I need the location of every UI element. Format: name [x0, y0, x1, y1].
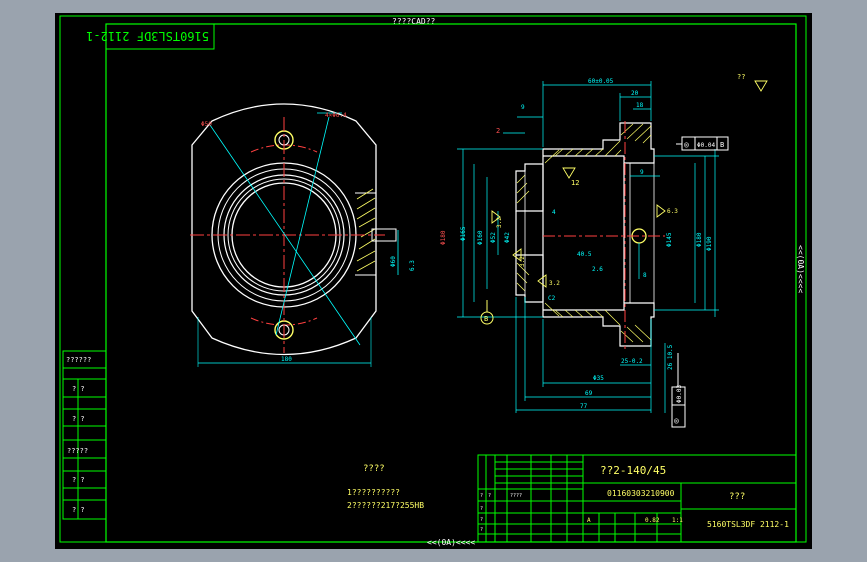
section-bottom-dim-35: Φ35: [593, 375, 604, 382]
title-cell-6: ?: [480, 527, 483, 533]
side-boss: [355, 192, 377, 276]
tolerance-value: Φ0.04: [697, 142, 715, 149]
roughness-6-3: 6.3: [667, 208, 678, 215]
section-left-dim-1: Φ180: [440, 230, 447, 245]
section-dim-20: 20: [631, 90, 639, 97]
title-block: [477, 454, 797, 543]
left-strip-label-5: ? ?: [72, 476, 85, 484]
side-tap: [371, 228, 397, 242]
section-body-top: [515, 122, 655, 212]
title-company: ???: [729, 492, 745, 502]
roughness-12: 12: [571, 179, 579, 187]
section-view: [457, 80, 768, 428]
section-left-dim-4: Φ52: [490, 232, 497, 243]
title-cell-1: ?: [480, 493, 483, 499]
section-right-note: 26 10.5: [667, 344, 674, 370]
title-scale: 1:1: [672, 517, 683, 524]
roughness-3-2-c: 3.2: [549, 280, 560, 287]
front-hole-label-left: Φ50: [201, 121, 212, 128]
rotated-number-box: [105, 23, 215, 50]
section-body-bottom: [515, 254, 655, 347]
front-side-dim: Φ60: [390, 256, 397, 267]
roughness-3-2-a: 3.2: [496, 217, 503, 228]
section-right-dim-3: Φ145: [666, 232, 673, 247]
datum-b-label: B: [484, 315, 488, 323]
left-strip-label-1: ??????: [66, 356, 91, 364]
flange-outline: [191, 103, 377, 356]
front-side-dim2: 6.3: [409, 260, 416, 271]
tolerance-symbol: ◎: [684, 140, 689, 149]
side-frame-label: <<(0A)<<<<: [796, 245, 805, 293]
tolerance-datum: B: [720, 141, 724, 149]
left-strip-table: [62, 350, 107, 520]
front-view: [190, 103, 399, 367]
section-left-dim-3: Φ160: [477, 230, 484, 245]
left-strip-label-3: ? ?: [72, 415, 85, 423]
top-frame-label: ????CAD??: [392, 17, 436, 26]
roughness-general-note: ??: [737, 73, 745, 81]
notes-heading: ????: [363, 464, 385, 474]
left-strip-label-4: ?????: [67, 447, 88, 455]
section-right-dim-1: Φ190: [706, 236, 713, 251]
bottom-frame-label: <<(0A)<<<<: [427, 538, 475, 547]
left-strip-label-6: ? ?: [72, 506, 85, 514]
section-dim-2: 2: [496, 127, 500, 135]
inner-frame: [105, 23, 797, 543]
vertical-tolerance-symbol: ◎: [674, 416, 679, 425]
section-bottom-dim-69: 69: [585, 390, 593, 397]
cad-drawing: ????CAD?? <<(0A)<<<< <<(0A)<<<< 5160TSL3…: [59, 15, 807, 547]
front-hole-label-right: 4×Φ6.4: [325, 112, 347, 119]
section-bottom-dim-77: 77: [580, 403, 588, 410]
section-right-dim-2: Φ180: [696, 232, 703, 247]
section-dim-9: 9: [521, 104, 525, 111]
outer-frame: [59, 15, 807, 543]
section-right-dim-8: 8: [643, 272, 647, 279]
section-inner-dim-c2: C2: [548, 295, 556, 302]
section-dim-18: 18: [636, 102, 644, 109]
notes-line-2: 2??????217?255HB: [347, 501, 424, 510]
section-left-dim-2: Φ165: [460, 226, 467, 241]
rotated-drawing-number: 5160TSL3DF 2112-1: [86, 29, 209, 43]
section-bottom-dim-25: 25-0.2: [621, 358, 643, 365]
section-dim-60: 60±0.05: [588, 78, 614, 85]
section-right-dim-9: 9: [640, 169, 644, 176]
left-strip-label-2: ? ?: [72, 385, 85, 393]
vertical-tolerance-value: Φ0.03: [676, 385, 683, 403]
title-cell-4: ?: [480, 506, 483, 512]
title-cell-3: ????: [510, 493, 522, 499]
title-drawing-number: 5160TSL3DF 2112-1: [707, 520, 789, 529]
drawing-sheet: ????CAD?? <<(0A)<<<< <<(0A)<<<< 5160TSL3…: [55, 13, 812, 549]
section-inner-dim-4: 4: [552, 209, 556, 216]
front-dim-180: 180: [281, 356, 292, 363]
title-code: 01160303210900: [607, 489, 675, 498]
title-part-name: ??2-140/45: [600, 464, 666, 477]
title-material-mark: A: [587, 517, 591, 524]
title-cell-5: ?: [480, 517, 483, 523]
notes-line-1: 1??????????: [347, 488, 400, 497]
section-left-dim-5: Φ42: [504, 232, 511, 243]
title-sheet-label: 0.82: [645, 517, 660, 524]
section-inner-dim-40: 40.5: [577, 251, 592, 258]
section-inner-dim-26: 2.6: [592, 266, 603, 273]
roughness-3-2-b: 3.2: [519, 256, 526, 267]
title-cell-2: ?: [488, 493, 491, 499]
